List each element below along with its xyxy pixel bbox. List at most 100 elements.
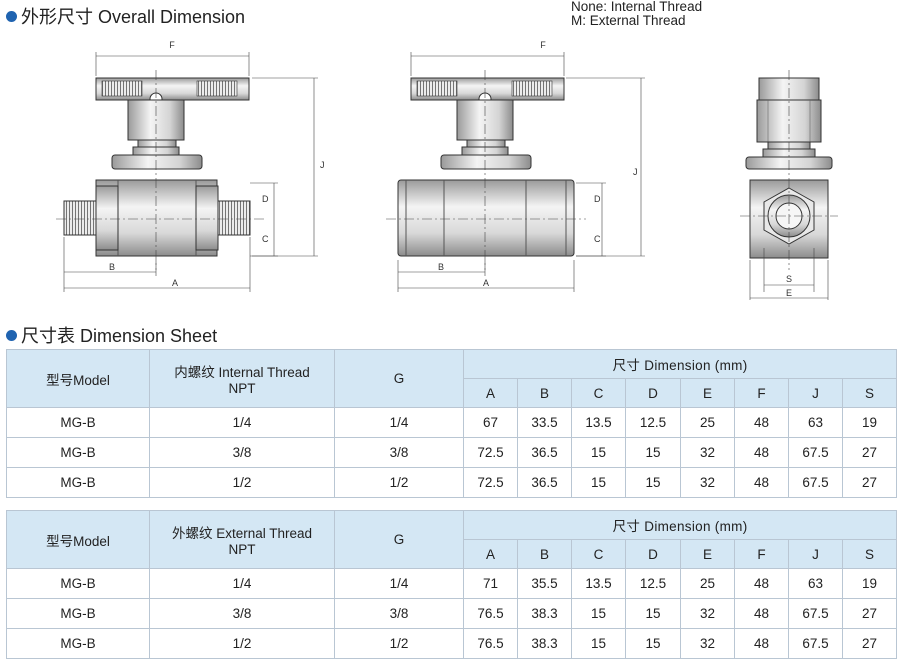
cell-j: 63	[788, 568, 843, 599]
col-header-S: S	[841, 378, 898, 408]
thread-header-line1: 内螺纹 Internal Thread	[174, 365, 310, 380]
cell-c: 13.5	[571, 568, 626, 599]
col-header-F: F	[734, 539, 789, 569]
cell-s: 19	[841, 407, 898, 438]
cell-model: MG-B	[6, 598, 150, 629]
cell-j: 67.5	[788, 598, 843, 629]
dim-label-D-2: D	[594, 194, 601, 204]
cell-c: 13.5	[571, 407, 626, 438]
table-row: MG-B 1/2 1/2 76.5 38.3 15 15 32 48 67.5 …	[6, 628, 898, 659]
cell-c: 15	[571, 598, 626, 629]
cell-e: 32	[680, 598, 735, 629]
col-header-C: C	[571, 378, 626, 408]
cell-thread: 3/8	[149, 437, 335, 468]
cell-j: 67.5	[788, 628, 843, 659]
cell-e: 32	[680, 467, 735, 498]
cell-f: 48	[734, 598, 789, 629]
dim-label-J-2: J	[633, 167, 638, 177]
model-header: 型号Model	[6, 510, 150, 569]
cell-a: 76.5	[463, 628, 518, 659]
cell-b: 38.3	[517, 598, 572, 629]
dim-label-B-2: B	[438, 262, 444, 272]
dim-label-F-2: F	[540, 40, 546, 50]
valve-external-thread-drawing: F J D C B A	[56, 40, 325, 292]
col-header-S: S	[841, 539, 898, 569]
cell-c: 15	[571, 437, 626, 468]
cell-s: 27	[841, 598, 898, 629]
valve-side-view-drawing: S E	[740, 70, 838, 300]
table-row: MG-B 1/2 1/2 72.5 36.5 15 15 32 48 67.5 …	[6, 467, 898, 498]
cell-a: 72.5	[463, 467, 518, 498]
bullet-icon-2	[6, 329, 17, 341]
valve-drawings: F J D C B A	[56, 40, 838, 300]
cell-model: MG-B	[6, 628, 150, 659]
table-row: MG-B 3/8 3/8 76.5 38.3 15 15 32 48 67.5 …	[6, 598, 898, 629]
cell-f: 48	[734, 628, 789, 659]
cell-thread: 1/2	[149, 467, 335, 498]
cell-b: 38.3	[517, 628, 572, 659]
cell-e: 25	[680, 568, 735, 599]
cell-model: MG-B	[6, 437, 150, 468]
thread-header-line2: NPT	[228, 381, 256, 396]
dimension-sheet-title: 尺寸表 Dimension Sheet	[6, 322, 217, 348]
cell-s: 27	[841, 437, 898, 468]
cell-g: 1/4	[334, 568, 464, 599]
model-header: 型号Model	[6, 349, 150, 408]
dim-label-S: S	[786, 274, 792, 284]
cell-a: 67	[463, 407, 518, 438]
thread-note-line1: None: Internal Thread	[571, 0, 703, 14]
g-header: G	[334, 349, 464, 408]
g-header: G	[334, 510, 464, 569]
cell-thread: 1/2	[149, 628, 335, 659]
cell-g: 3/8	[334, 437, 464, 468]
cell-a: 76.5	[463, 598, 518, 629]
cell-d: 12.5	[625, 568, 681, 599]
cell-d: 12.5	[625, 407, 681, 438]
cell-f: 48	[734, 437, 789, 468]
col-header-C: C	[571, 539, 626, 569]
dim-label-J: J	[320, 160, 325, 170]
dim-label-C-2: C	[594, 234, 601, 244]
cell-a: 72.5	[463, 437, 518, 468]
thread-note-line2: M: External Thread	[571, 13, 686, 28]
cell-j: 67.5	[788, 467, 843, 498]
cell-model: MG-B	[6, 467, 150, 498]
cell-thread: 1/4	[149, 568, 335, 599]
cell-c: 15	[571, 628, 626, 659]
cell-model: MG-B	[6, 407, 150, 438]
col-header-E: E	[680, 539, 735, 569]
col-header-A: A	[463, 539, 518, 569]
cell-c: 15	[571, 467, 626, 498]
thread-header-line2: NPT	[228, 542, 256, 557]
dim-label-A: A	[172, 278, 178, 288]
col-header-J: J	[788, 539, 843, 569]
col-header-B: B	[517, 378, 572, 408]
table-row: MG-B 1/4 1/4 67 33.5 13.5 12.5 25 48 63 …	[6, 407, 898, 438]
cell-e: 25	[680, 407, 735, 438]
cell-d: 15	[625, 598, 681, 629]
bullet-icon	[6, 10, 17, 22]
cell-b: 36.5	[517, 467, 572, 498]
external-thread-table: 型号Model 外螺纹 External Thread NPT G 尺寸 Dim…	[6, 510, 898, 659]
dim-label-A-2: A	[483, 278, 489, 288]
internal-thread-table: 型号Model 内螺纹 Internal Thread NPT G 尺寸 Dim…	[6, 349, 898, 498]
dimension-sheet-title-text: 尺寸表 Dimension Sheet	[21, 326, 218, 346]
thread-header-line1: 外螺纹 External Thread	[171, 526, 313, 541]
col-header-D: D	[625, 378, 681, 408]
thread-note: None: Internal Thread M: External Thread	[571, 0, 702, 28]
table-row: MG-B 3/8 3/8 72.5 36.5 15 15 32 48 67.5 …	[6, 437, 898, 468]
dimension-header: 尺寸 Dimension (mm)	[462, 510, 898, 540]
cell-g: 3/8	[334, 598, 464, 629]
cell-d: 15	[625, 628, 681, 659]
col-header-B: B	[517, 539, 572, 569]
cell-j: 67.5	[788, 437, 843, 468]
dim-label-B: B	[109, 262, 115, 272]
dim-label-E: E	[786, 288, 792, 298]
overall-dimension-title-text: 外形尺寸 Overall Dimension	[21, 7, 246, 27]
col-header-F: F	[734, 378, 789, 408]
thread-header: 外螺纹 External Thread NPT	[149, 510, 335, 569]
cell-f: 48	[734, 407, 789, 438]
cell-g: 1/2	[334, 467, 464, 498]
cell-e: 32	[680, 628, 735, 659]
cell-s: 27	[841, 467, 898, 498]
